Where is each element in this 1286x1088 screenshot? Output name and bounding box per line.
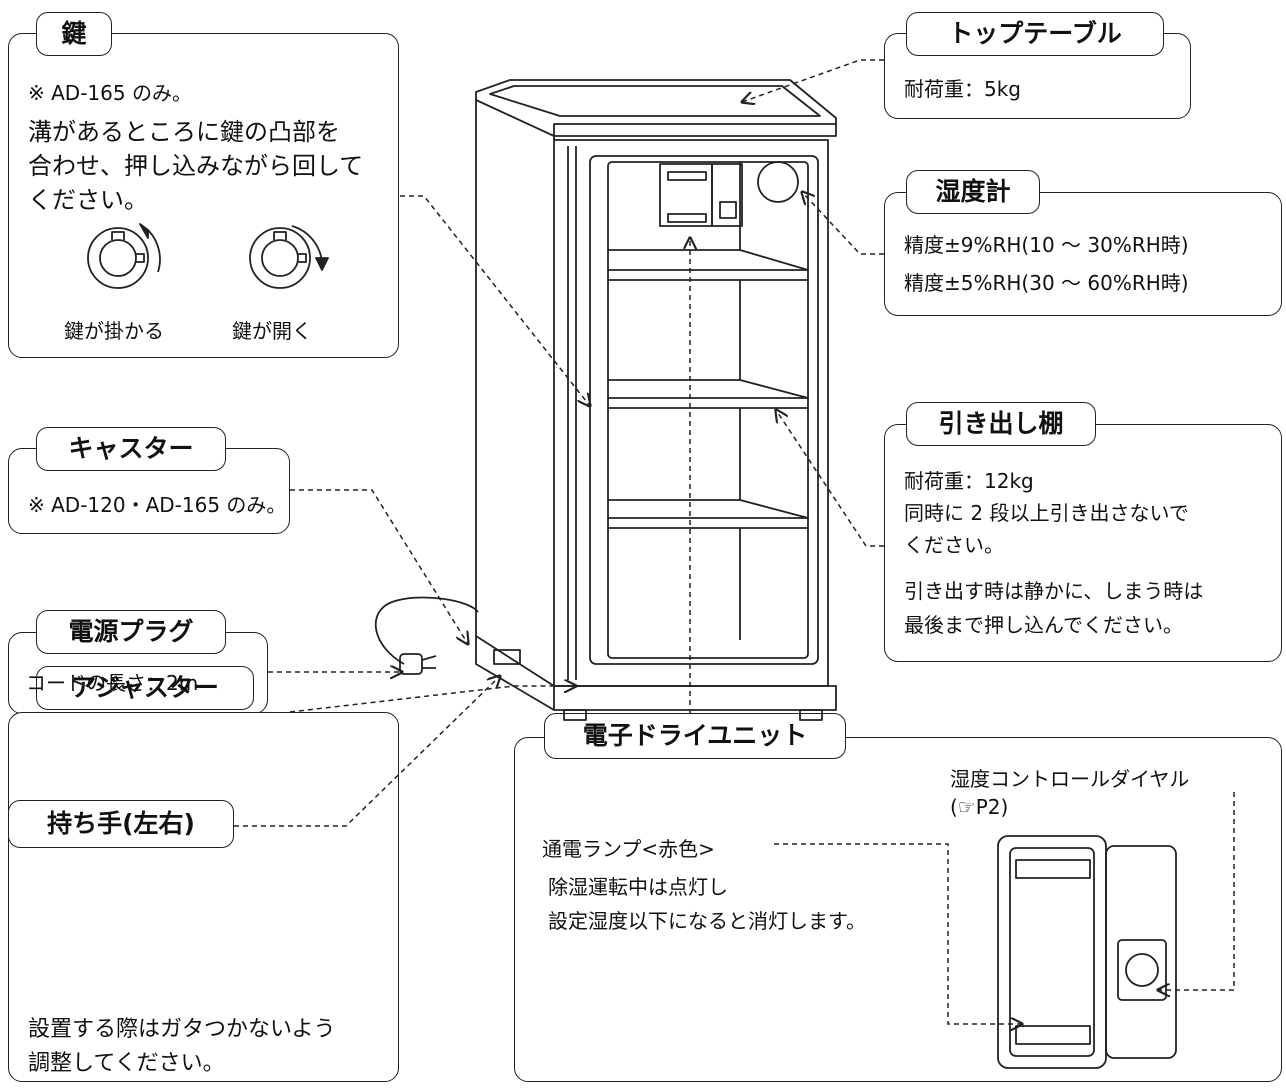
adjuster-title: アジャスター bbox=[36, 666, 254, 710]
key-desc-line1: 溝があるところに鍵の凸部を bbox=[28, 118, 340, 146]
drawer-line2: ください。 bbox=[904, 533, 1004, 557]
key-desc-line2: 合わせ、押し込みながら回して bbox=[28, 152, 364, 180]
dry-unit-panel bbox=[514, 737, 1282, 1082]
adjuster-line2: 調整してください。 bbox=[28, 1051, 225, 1076]
drawer-line3: 引き出す時は静かに、しまう時は bbox=[904, 579, 1204, 603]
hygrometer-title: 湿度計 bbox=[906, 170, 1040, 214]
adjuster-panel bbox=[8, 712, 399, 1082]
unlock-label: 鍵が開く bbox=[232, 319, 312, 343]
caster-title: キャスター bbox=[36, 427, 226, 471]
drawer-line4: 最後まで押し込んでください。 bbox=[904, 613, 1183, 637]
dial-label: 湿度コントロールダイヤル bbox=[950, 767, 1190, 791]
hygrometer-line1: 精度±9%RH(10 ～ 30%RH時) bbox=[904, 233, 1189, 257]
handle-title: 持ち手(左右) bbox=[8, 800, 234, 848]
top-table-load: 耐荷重：5kg bbox=[904, 77, 1022, 101]
plug-title: 電源プラグ bbox=[36, 610, 226, 654]
lamp-line2: 設定湿度以下になると消灯します。 bbox=[548, 909, 866, 933]
drawer-line1: 同時に 2 段以上引き出さないで bbox=[904, 501, 1189, 525]
lock-label: 鍵が掛かる bbox=[64, 319, 164, 343]
top-table-title: トップテーブル bbox=[906, 12, 1164, 56]
drawer-shelf-title: 引き出し棚 bbox=[906, 402, 1096, 446]
lamp-label: 通電ランプ<赤色> bbox=[542, 837, 715, 861]
adjuster-line1: 設置する際はガタつかないよう bbox=[28, 1017, 336, 1042]
dial-ref: (☞P2) bbox=[950, 795, 1009, 819]
key-title: 鍵 bbox=[36, 12, 112, 56]
drawer-load: 耐荷重：12kg bbox=[904, 469, 1034, 493]
key-desc-line3: ください。 bbox=[28, 186, 148, 214]
hygrometer-line2: 精度±5%RH(30 ～ 60%RH時) bbox=[904, 271, 1189, 295]
dry-unit-title: 電子ドライユニット bbox=[544, 713, 846, 759]
caster-note: ※ AD-120・AD-165 のみ。 bbox=[28, 493, 287, 517]
key-note: ※ AD-165 のみ。 bbox=[28, 81, 192, 105]
plug-cord: コードの長さ：2m bbox=[26, 671, 199, 695]
lamp-line1: 除湿運転中は点灯し bbox=[548, 875, 728, 899]
key-panel bbox=[8, 33, 399, 358]
drawer-shelf-panel bbox=[884, 424, 1282, 662]
